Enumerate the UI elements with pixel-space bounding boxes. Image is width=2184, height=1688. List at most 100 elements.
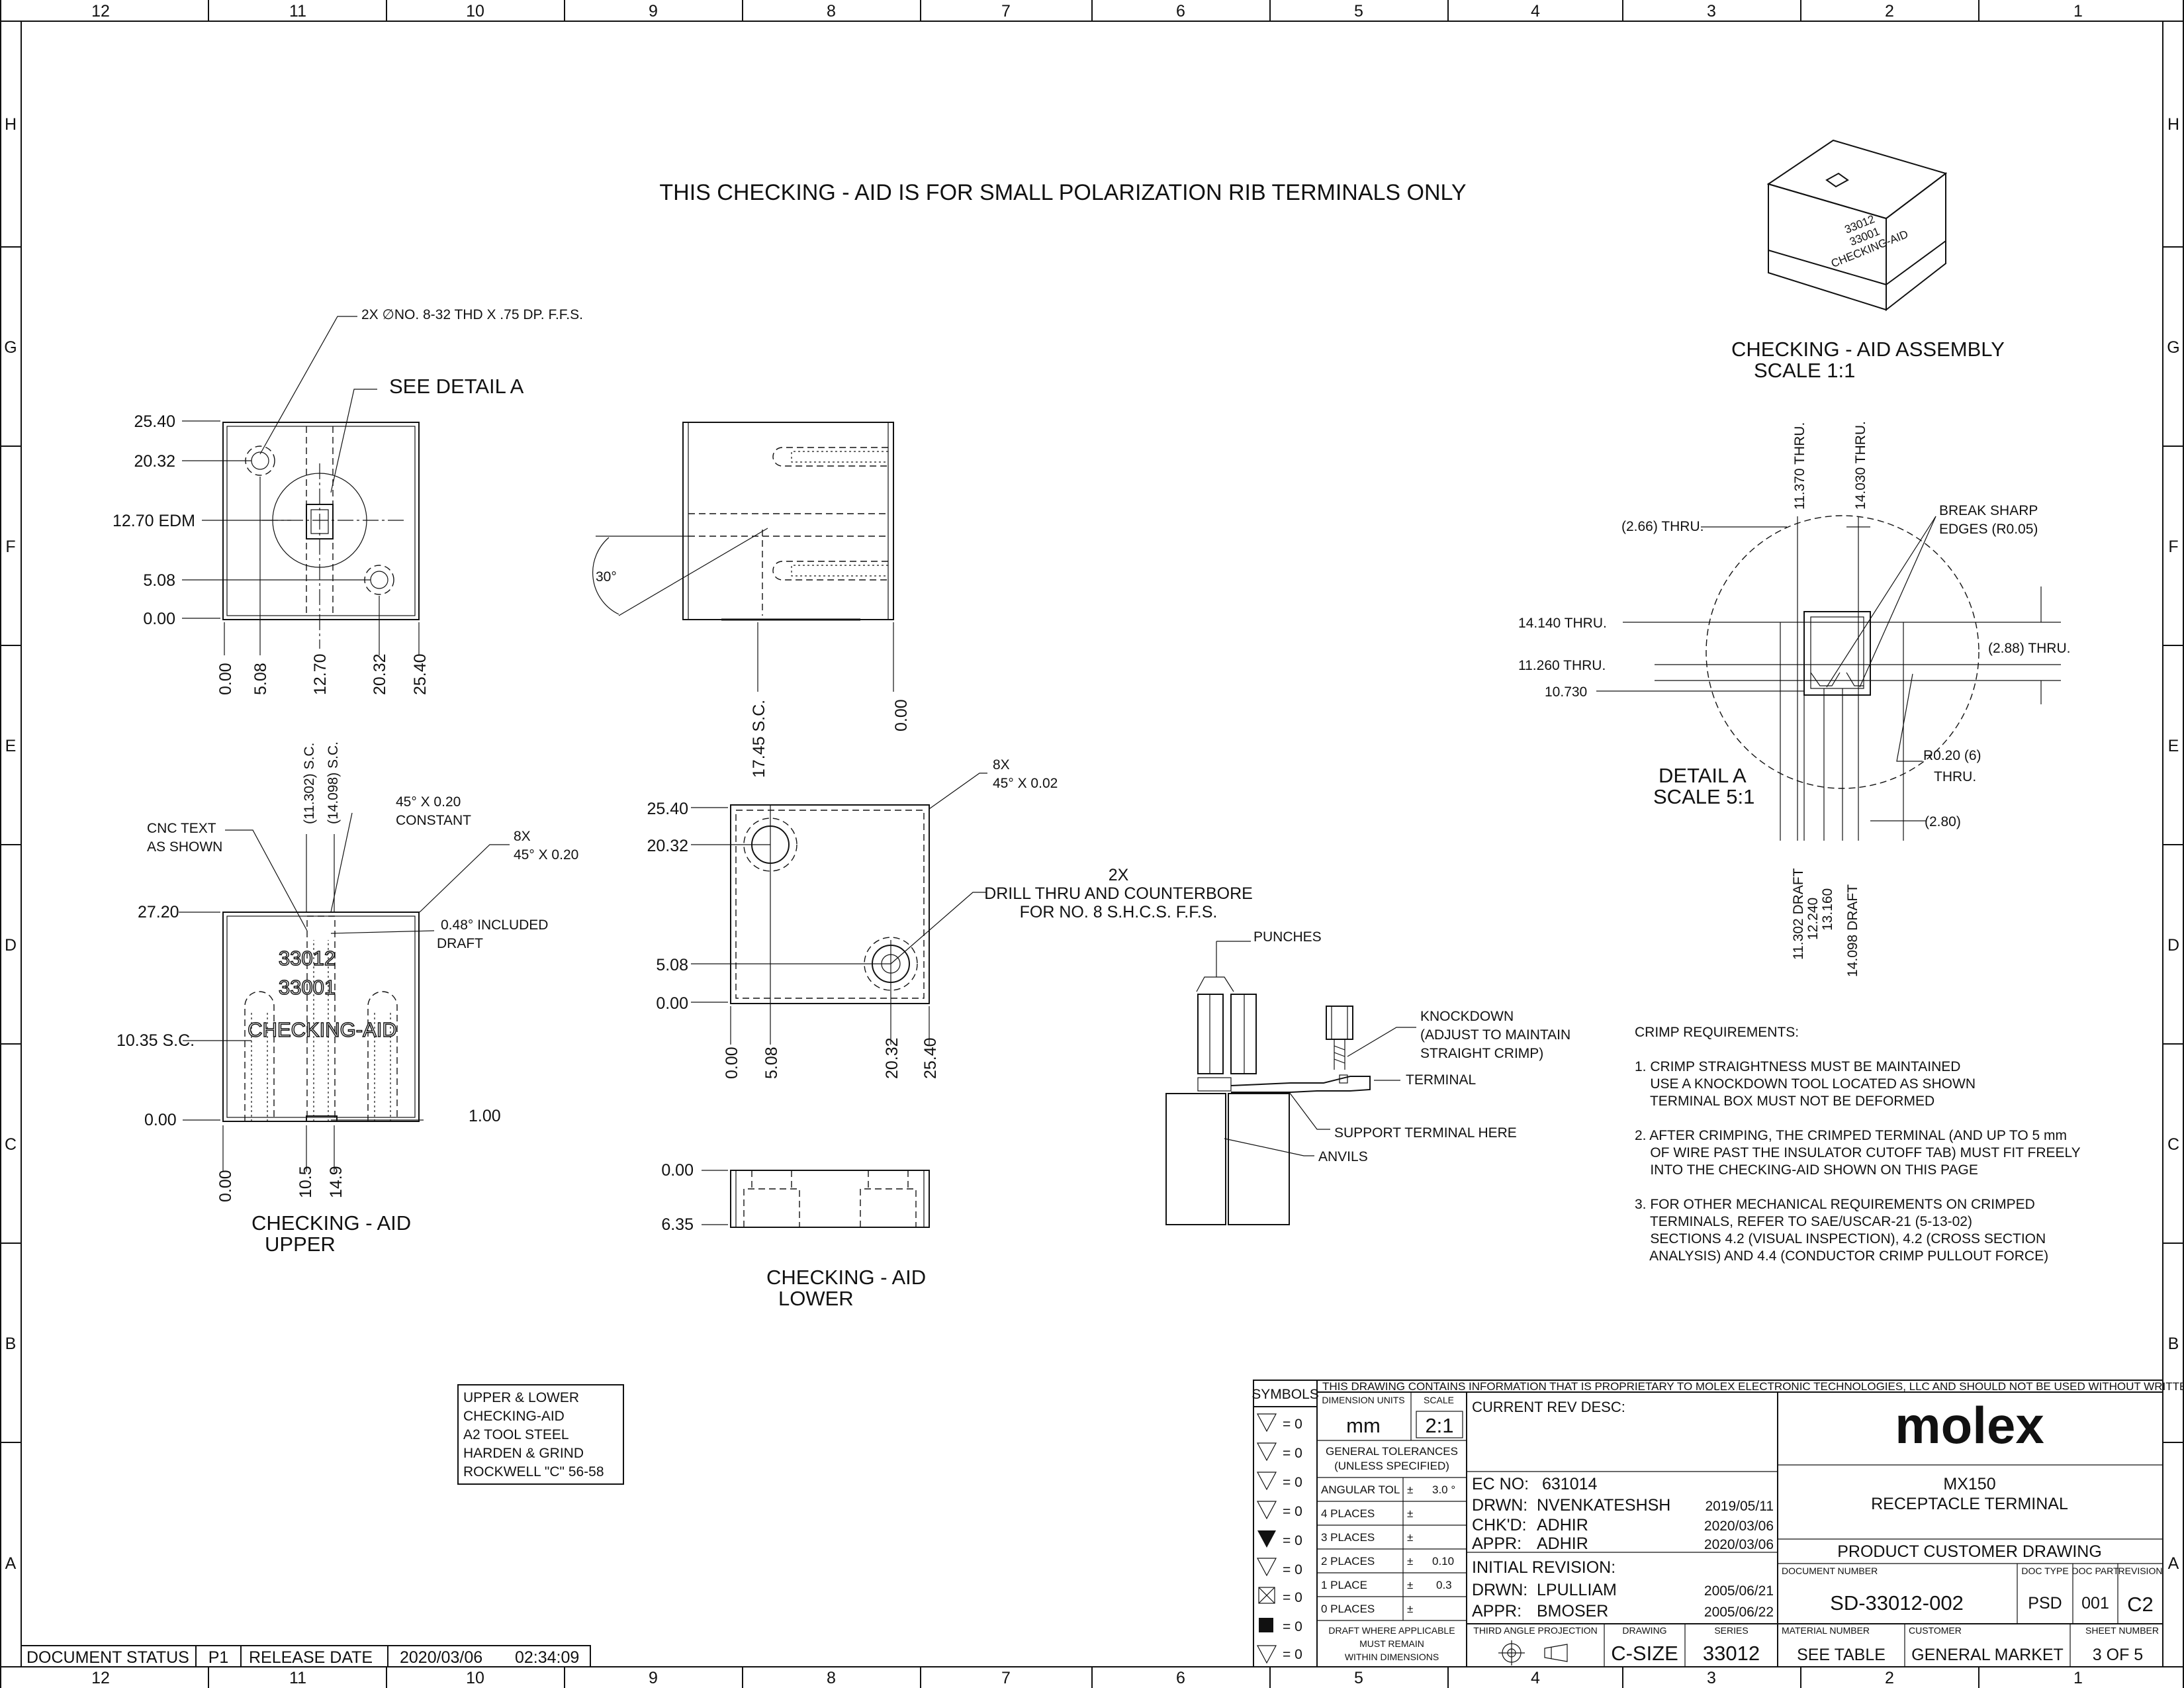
init-drwn-date: 2005/06/21 bbox=[1704, 1583, 1774, 1599]
top-y-12-70: 12.70 EDM bbox=[113, 512, 195, 530]
crimp-knockdown-3: STRAIGHT CRIMP) bbox=[1420, 1046, 1543, 1061]
assembly-title: CHECKING - AID ASSEMBLY bbox=[1731, 338, 2005, 361]
upper-chamfer-8x: 8X bbox=[514, 829, 531, 844]
init-appr-label: APPR: bbox=[1472, 1602, 1522, 1620]
places-2-value: 0.10 bbox=[1432, 1555, 1454, 1568]
places-4-label: 4 PLACES bbox=[1321, 1507, 1375, 1520]
zone-row-d-right: D bbox=[2167, 936, 2179, 955]
draft-note-1: DRAFT WHERE APPLICABLE bbox=[1328, 1625, 1455, 1636]
detail-a: (2.66) THRU. 11.370 THRU. 14.030 THRU. B… bbox=[1518, 421, 2070, 977]
upper-view: 33012 33001 CHECKING-AID CNC TEXT AS SHO… bbox=[116, 741, 578, 1256]
lower-y-20-32: 20.32 bbox=[647, 837, 688, 855]
appr-name: ADHIR bbox=[1537, 1534, 1588, 1553]
lower-y-5-08: 5.08 bbox=[656, 956, 688, 974]
zone-col-6-top: 6 bbox=[1176, 2, 1185, 21]
drawing-size: C-SIZE bbox=[1611, 1642, 1678, 1665]
material-line-3: A2 TOOL STEEL bbox=[463, 1427, 569, 1442]
proprietary-note: THIS DRAWING CONTAINS INFORMATION THAT I… bbox=[1322, 1380, 2184, 1393]
angular-tol-label: ANGULAR TOL bbox=[1321, 1483, 1400, 1496]
document-number: SD-33012-002 bbox=[1830, 1591, 1964, 1615]
zone-col-10-top: 10 bbox=[466, 2, 484, 21]
places-4-pm: ± bbox=[1407, 1507, 1413, 1520]
scale-value: 2:1 bbox=[1425, 1414, 1453, 1437]
series-value: 33012 bbox=[1703, 1642, 1760, 1665]
crimp-req-line-9: 3. FOR OTHER MECHANICAL REQUIREMENTS ON … bbox=[1635, 1197, 2035, 1212]
detail-thru-2-66: (2.66) THRU. bbox=[1621, 519, 1704, 534]
chkd-date: 2020/03/06 bbox=[1704, 1519, 1774, 1534]
init-appr-name: BMOSER bbox=[1537, 1602, 1608, 1620]
top-y-0-00: 0.00 bbox=[143, 610, 175, 628]
material-number: SEE TABLE bbox=[1797, 1646, 1886, 1664]
ec-no: 631014 bbox=[1542, 1475, 1598, 1493]
initial-revision: INITIAL REVISION: bbox=[1472, 1558, 1615, 1577]
symbol-value-5: = 0 bbox=[1283, 1533, 1302, 1548]
init-drwn-name: LPULLIAM bbox=[1537, 1581, 1617, 1599]
lower-drill-2: DRILL THRU AND COUNTERBORE bbox=[984, 884, 1253, 903]
zone-row-h-left: H bbox=[5, 115, 17, 134]
zone-row-e-right: E bbox=[2168, 737, 2179, 755]
symbols-list: = 0 = 0 = 0 = 0 = 0 = 0 = 0 = 0 = 0 bbox=[1256, 1413, 1302, 1664]
detail-2-80: (2.80) bbox=[1925, 814, 1961, 829]
places-1-pm: ± bbox=[1407, 1579, 1413, 1591]
init-drwn-label: DRWN: bbox=[1472, 1581, 1527, 1599]
zone-col-7-top: 7 bbox=[1001, 2, 1011, 21]
zone-col-3-top: 3 bbox=[1707, 2, 1716, 21]
symbol-value-1: = 0 bbox=[1283, 1417, 1302, 1432]
detail-radius-1: R0.20 (6) bbox=[1923, 748, 1981, 763]
status-bar: DOCUMENT STATUS P1 RELEASE DATE 2020/03/… bbox=[21, 1645, 591, 1667]
zone-col-3-bottom: 3 bbox=[1707, 1669, 1716, 1687]
lower-x-20-32: 20.32 bbox=[883, 1037, 901, 1079]
document-status: P1 bbox=[208, 1648, 229, 1667]
zone-col-9-top: 9 bbox=[649, 2, 658, 21]
product-line-2: RECEPTACLE TERMINAL bbox=[1871, 1495, 2068, 1513]
init-appr-date: 2005/06/22 bbox=[1704, 1605, 1774, 1620]
crimp-punches: PUNCHES bbox=[1253, 929, 1322, 945]
crimp-knockdown-2: (ADJUST TO MAINTAIN bbox=[1420, 1027, 1570, 1043]
places-1-value: 0.3 bbox=[1436, 1579, 1452, 1591]
upper-cnc-text-1: CNC TEXT bbox=[147, 821, 216, 836]
crimp-req-line-1: 1. CRIMP STRAIGHTNESS MUST BE MAINTAINED bbox=[1635, 1059, 1960, 1074]
crimp-req-line-3: TERMINAL BOX MUST NOT BE DEFORMED bbox=[1635, 1094, 1934, 1109]
side-x-17-45: 17.45 S.C. bbox=[750, 700, 768, 778]
upper-title: CHECKING - AID bbox=[251, 1211, 411, 1235]
zone-row-b-right: B bbox=[2168, 1335, 2179, 1353]
places-3-pm: ± bbox=[1407, 1531, 1413, 1544]
doc-part-label: DOC PART bbox=[2071, 1566, 2118, 1576]
zone-col-8-bottom: 8 bbox=[827, 1669, 836, 1687]
lower-x-25-40: 25.40 bbox=[921, 1037, 940, 1079]
crimp-req-heading: CRIMP REQUIREMENTS: bbox=[1635, 1025, 1799, 1040]
crimp-req-line-10: TERMINALS, REFER TO SAE/USCAR-21 (5-13-0… bbox=[1635, 1214, 1972, 1229]
lower-drill-1: 2X bbox=[1109, 866, 1129, 884]
zone-col-11-top: 11 bbox=[289, 2, 306, 21]
zone-col-4-top: 4 bbox=[1531, 2, 1540, 21]
upper-sc-11302: (11.302) S.C. bbox=[302, 743, 317, 824]
places-2-label: 2 PLACES bbox=[1321, 1555, 1375, 1568]
top-x-5-08: 5.08 bbox=[251, 663, 270, 695]
sheet-number-label: SHEET NUMBER bbox=[2085, 1625, 2159, 1636]
material-number-label: MATERIAL NUMBER bbox=[1782, 1625, 1870, 1636]
crimp-requirements: CRIMP REQUIREMENTS: 1. CRIMP STRAIGHTNES… bbox=[1635, 1025, 2081, 1264]
zone-row-a-left: A bbox=[5, 1554, 17, 1573]
zone-col-7-bottom: 7 bbox=[1001, 1669, 1011, 1687]
crimp-terminal: TERMINAL bbox=[1406, 1072, 1476, 1088]
crimp-req-line-7: INTO THE CHECKING-AID SHOWN ON THIS PAGE bbox=[1635, 1162, 1978, 1178]
lower-subtitle: LOWER bbox=[778, 1287, 854, 1310]
zone-row-f-right: F bbox=[2168, 538, 2178, 556]
crimp-req-line-6: OF WIRE PAST THE INSULATOR CUTOFF TAB) M… bbox=[1635, 1145, 2081, 1160]
lower-chamfer-2: 45° X 0.02 bbox=[993, 776, 1058, 791]
lower-x-0-00: 0.00 bbox=[723, 1047, 741, 1079]
release-date: 2020/03/06 bbox=[400, 1648, 482, 1667]
material-line-4: HARDEN & GRIND bbox=[463, 1446, 584, 1461]
zone-col-1-top: 1 bbox=[2073, 2, 2083, 21]
symbol-value-8: = 0 bbox=[1283, 1619, 1302, 1634]
detail-10-730: 10.730 bbox=[1545, 684, 1587, 700]
detail-a-title: DETAIL A bbox=[1659, 764, 1747, 787]
material-note: UPPER & LOWER CHECKING-AID A2 TOOL STEEL… bbox=[457, 1384, 624, 1485]
crimp-req-line-11: SECTIONS 4.2 (VISUAL INSPECTION), 4.2 (C… bbox=[1635, 1231, 2046, 1246]
detail-thru-2-88: (2.88) THRU. bbox=[1988, 641, 2070, 656]
symbol-value-3: = 0 bbox=[1283, 1475, 1302, 1490]
detail-draft-11-302: 11.302 DRAFT bbox=[1791, 868, 1806, 960]
appr-date: 2020/03/06 bbox=[1704, 1537, 1774, 1552]
product-line-1: MX150 bbox=[1943, 1475, 1995, 1493]
crimp-req-line-2: USE A KNOCKDOWN TOOL LOCATED AS SHOWN bbox=[1635, 1076, 1976, 1092]
